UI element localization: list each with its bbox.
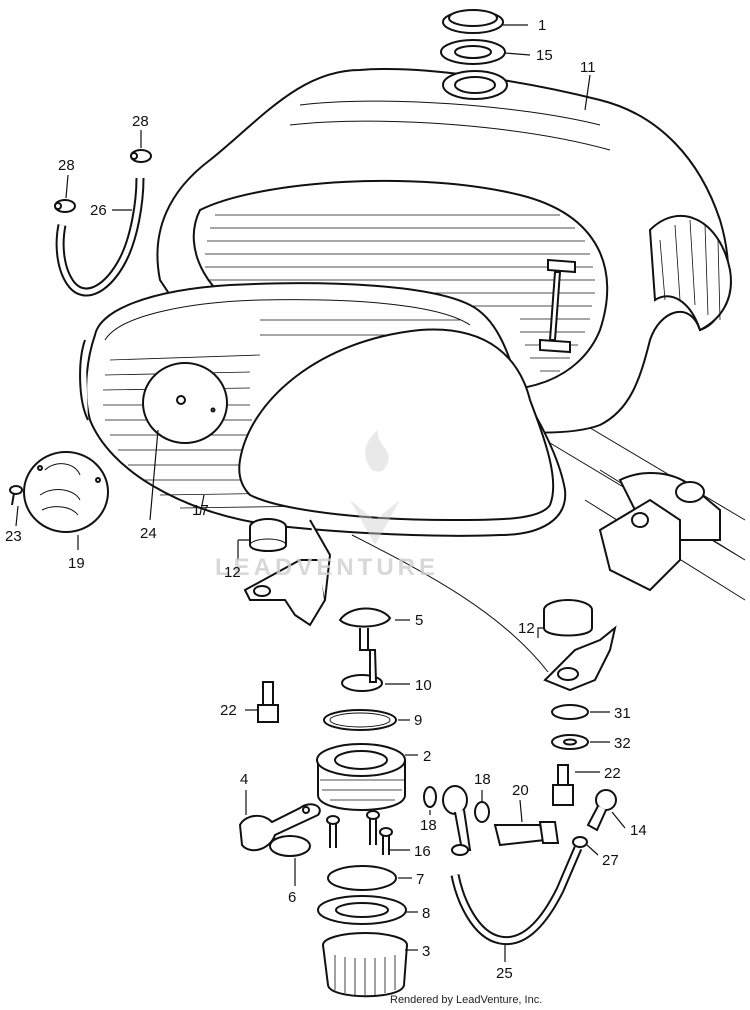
callout-18-right: 18 <box>474 771 491 788</box>
leader-lines <box>15 24 626 962</box>
mount-bracket-right <box>543 625 617 692</box>
callout-6: 6 <box>288 889 296 906</box>
callout-11: 11 <box>580 59 596 76</box>
callout-22-left: 22 <box>220 702 237 719</box>
callout-3: 3 <box>422 943 430 960</box>
render-credit: Rendered by LeadVenture, Inc. <box>390 994 542 1006</box>
callout-4: 4 <box>240 771 248 788</box>
callout-17: 17 <box>192 502 209 519</box>
watermark-text: LEADVENTURE <box>215 554 439 581</box>
o-ring-8 <box>317 895 407 925</box>
callout-12-right: 12 <box>518 620 535 637</box>
lever-4 <box>238 803 321 852</box>
callout-14: 14 <box>630 822 647 839</box>
callout-5: 5 <box>415 612 423 629</box>
fuel-cock-filter-5 <box>338 607 392 651</box>
mount-rubber-12-left <box>249 518 287 552</box>
gasket-6 <box>269 835 311 857</box>
bolt-22-right <box>552 764 574 806</box>
callout-2: 2 <box>423 748 431 765</box>
callout-labels: 1 15 11 28 28 26 23 19 24 17 12 12 5 10 … <box>5 17 647 982</box>
clip-28-lower <box>54 199 76 213</box>
washer-18-left <box>423 786 437 808</box>
fuel-cap-1 <box>442 9 504 34</box>
screw-23 <box>9 485 23 506</box>
mount-bracket-left <box>243 519 332 627</box>
callout-9: 9 <box>414 712 422 729</box>
o-ring-9 <box>323 709 397 731</box>
callout-19: 19 <box>68 555 85 572</box>
callout-8: 8 <box>422 905 430 922</box>
fitting-14 <box>586 789 617 832</box>
callout-1: 1 <box>538 17 546 34</box>
washer-18-right <box>474 801 490 823</box>
frame-rail <box>544 409 746 601</box>
banjo-fitting <box>442 785 472 856</box>
callout-27: 27 <box>602 852 619 869</box>
fuel-cock-body-2 <box>316 743 406 811</box>
callout-18-left: 18 <box>420 817 437 834</box>
clip-28-upper <box>130 149 152 163</box>
mount-rubber-12-right <box>543 599 593 637</box>
callout-32: 32 <box>614 735 631 752</box>
washer-31 <box>551 704 589 720</box>
side-cover-17 <box>79 282 567 537</box>
callout-20: 20 <box>512 782 529 799</box>
clip-27 <box>572 836 588 848</box>
bolt-22-left <box>257 681 279 723</box>
callout-25: 25 <box>496 965 513 982</box>
callout-26: 26 <box>90 202 107 219</box>
callout-24: 24 <box>140 525 157 542</box>
fuel-cup-3 <box>322 932 408 998</box>
screws-16 <box>326 810 393 855</box>
callout-15: 15 <box>536 47 553 64</box>
washer-32 <box>551 734 589 750</box>
banjo-bolt-20 <box>493 821 560 847</box>
callout-7: 7 <box>416 871 424 888</box>
callout-23: 23 <box>5 528 22 545</box>
callout-22-right: 22 <box>604 765 621 782</box>
breather-tube-26 <box>55 177 145 297</box>
fuel-hose-25 <box>450 846 583 946</box>
emblem-19 <box>23 451 109 533</box>
callout-28-lower: 28 <box>58 157 75 174</box>
cap-gasket-15 <box>440 39 506 65</box>
watermark-logo <box>350 430 400 545</box>
callout-31: 31 <box>614 705 631 722</box>
gasket-7 <box>327 865 397 891</box>
callout-16: 16 <box>414 843 431 860</box>
callout-12-left: 12 <box>224 564 241 581</box>
fuel-cock-screen-10 <box>341 649 383 692</box>
callout-28-upper: 28 <box>132 113 149 130</box>
callout-10: 10 <box>415 677 432 694</box>
